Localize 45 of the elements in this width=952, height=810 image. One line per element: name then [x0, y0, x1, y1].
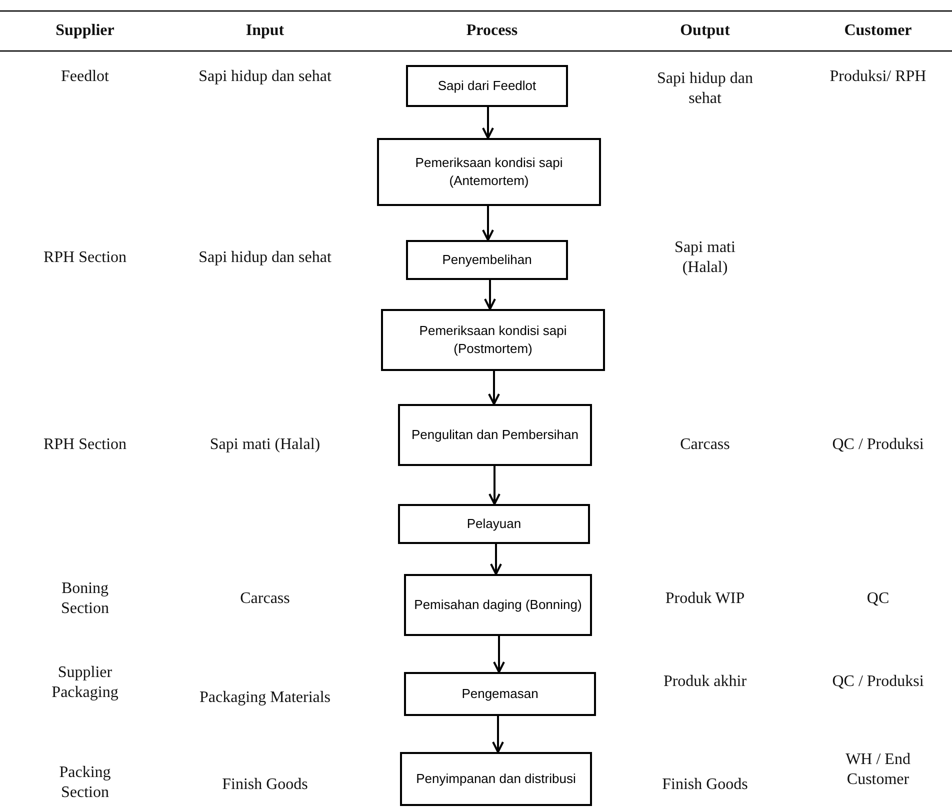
arrow: [492, 716, 504, 753]
column-header: Process: [466, 21, 518, 41]
table-text: Produksi/ RPH: [830, 67, 926, 87]
column-header: Supplier: [56, 21, 114, 41]
column-header: Input: [246, 21, 284, 41]
process-box: Pemisahan daging (Bonning): [404, 574, 592, 636]
table-text: Sapi hidup dan sehat: [656, 69, 754, 109]
table-text: Boning Section: [60, 579, 110, 619]
arrow: [488, 466, 500, 505]
table-text: Sapi hidup dan sehat: [198, 248, 332, 268]
arrow: [484, 280, 496, 310]
table-text: Sapi hidup dan sehat: [198, 67, 332, 87]
arrow: [482, 206, 494, 241]
arrow: [493, 636, 505, 673]
process-box: Pengemasan: [404, 672, 596, 716]
table-text: WH / End Customer: [844, 750, 912, 790]
table-text: Feedlot: [61, 67, 109, 87]
process-box: Pemeriksaan kondisi sapi (Antemortem): [377, 138, 601, 206]
process-box: Penyimpanan dan distribusi: [400, 752, 592, 806]
table-text: RPH Section: [43, 248, 127, 268]
table-text: Sapi mati (Halal): [210, 435, 320, 455]
table-text: Finish Goods: [222, 775, 308, 795]
process-box: Pemeriksaan kondisi sapi (Postmortem): [381, 309, 605, 371]
table-text: Produk akhir: [663, 672, 747, 692]
arrow: [482, 107, 494, 139]
table-text: QC: [866, 589, 890, 609]
table-text: Packing Section: [58, 763, 112, 803]
process-box: Pengulitan dan Pembersihan: [398, 404, 592, 466]
table-text: QC / Produksi: [832, 672, 924, 692]
table-text: QC / Produksi: [832, 435, 924, 455]
arrow: [488, 371, 500, 405]
table-text: RPH Section: [43, 435, 127, 455]
column-header: Output: [680, 21, 730, 41]
column-header: Customer: [844, 21, 912, 41]
table-text: Produk WIP: [665, 589, 745, 609]
table-text: Carcass: [240, 589, 290, 609]
table-text: Finish Goods: [662, 775, 748, 795]
arrow: [490, 544, 502, 575]
process-box: Sapi dari Feedlot: [406, 65, 568, 107]
table-text: Sapi mati (Halal): [674, 238, 736, 278]
process-box: Pelayuan: [398, 504, 590, 544]
process-box: Penyembelihan: [406, 240, 568, 280]
table-text: Packaging Materials: [199, 688, 331, 708]
table-text: Carcass: [680, 435, 730, 455]
table-text: Supplier Packaging: [50, 663, 120, 703]
